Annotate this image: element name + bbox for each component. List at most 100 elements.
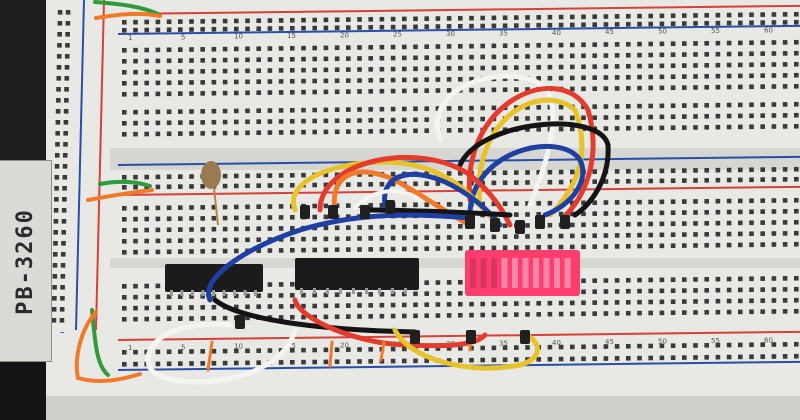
led-segment-1 [470,258,476,288]
column-number-bottom-1: 1 [128,344,132,352]
ic-pin [201,290,205,296]
column-number-top-50: 50 [658,28,667,36]
model-label-plate: PB-3260 [0,160,52,362]
wire-end-connector-13 [235,315,245,329]
column-number-top-55: 55 [711,27,720,35]
column-number-top-20: 20 [340,31,349,39]
led-segment-10 [564,258,571,288]
wire-blue-long [206,212,473,303]
column-number-bottom-50: 50 [658,338,667,346]
wire-end-connector-3 [360,205,370,219]
wire-end-connector-1 [300,205,310,219]
ic-pin [191,290,194,296]
ic-pin [404,288,407,294]
wire-end-connector-6 [490,218,500,232]
ic-pin [254,290,257,296]
column-number-top-15: 15 [287,32,296,40]
wire-end-connector-7 [515,220,525,234]
ic-pin [180,290,184,296]
wire-green-top [93,0,160,16]
led-segment-5 [512,258,518,288]
power-rail-line-5 [117,330,800,341]
ic-pin [300,288,303,294]
power-rail-line-3 [117,155,800,166]
ic-pin [313,288,316,294]
wire-end-connector-9 [560,215,570,229]
ic-pin [391,288,394,294]
led-segment-7 [533,258,539,288]
wire-yellow-loop [476,97,585,218]
column-number-top-40: 40 [552,29,561,37]
column-number-bottom-20: 20 [340,341,349,349]
wire-jumper-2 [328,340,334,368]
wire-end-connector-5 [465,215,475,229]
wire-jumper-3 [379,340,386,362]
column-number-top-35: 35 [499,29,508,37]
wire-orange-bottom [74,310,142,383]
wire-black-loop [457,121,611,218]
board-corner-shadow [0,0,46,160]
wire-end-connector-10 [410,330,420,344]
ic-channel [110,258,800,268]
power-rail-line-1 [117,4,800,15]
capacitor-lead [213,187,219,226]
column-number-top-45: 45 [605,28,614,36]
ic-pin [170,290,173,296]
led-segment-2 [480,258,487,288]
wire-green-mid [98,179,152,188]
led-segment-4 [501,258,508,288]
ic-pin [243,290,247,296]
wire-end-connector-12 [520,330,530,344]
led-segment-3 [491,258,497,288]
column-number-top-10: 10 [234,33,243,41]
power-rail-line-2 [117,24,800,35]
ic-pin [222,290,226,296]
led-segment-6 [522,258,529,288]
ic-pin [352,288,355,294]
led-segment-8 [543,258,550,288]
column-number-bottom-35: 35 [499,339,508,347]
column-number-top-25: 25 [393,31,402,39]
wire-black-short [365,207,513,218]
column-number-bottom-40: 40 [552,339,561,347]
left-rail-red [95,0,105,331]
column-number-bottom-10: 10 [234,343,243,351]
ic-pin [365,288,368,294]
ic-chip-right [295,258,419,290]
wire-end-connector-4 [385,200,395,214]
column-number-bottom-55: 55 [711,337,720,345]
wire-white-bottom [145,321,298,385]
wire-yellow-bottom [392,327,540,371]
rail-minus-sign: - [60,325,64,339]
column-number-bottom-60: 60 [764,336,773,344]
column-number-top-30: 30 [446,30,455,38]
ceramic-capacitor [201,161,221,189]
column-number-bottom-5: 5 [181,343,185,351]
column-number-bottom-45: 45 [605,338,614,346]
wire-blue-loop [467,143,586,218]
column-number-top-5: 5 [181,33,185,41]
wire-black-long [212,297,418,335]
wire-red-loop [466,85,596,218]
wire-end-connector-2 [328,205,338,219]
column-number-top-60: 60 [764,26,773,34]
wire-orange-mid [86,188,154,202]
column-number-bottom-15: 15 [287,342,296,350]
model-label-text: PB-3260 [12,207,38,315]
center-divider [110,148,800,170]
column-number-top-1: 1 [128,34,132,42]
led-segment-9 [554,258,560,288]
wire-jumper-1 [206,340,214,372]
ic-pin [378,288,381,294]
ic-pin [212,290,215,296]
wire-end-connector-8 [535,215,545,229]
wire-end-connector-11 [466,330,476,344]
wire-white-short [353,189,422,210]
left-rail-blue [75,0,85,331]
wire-red-left [317,154,513,228]
ic-pin [233,290,236,296]
breadboard-bottom-edge [46,396,800,420]
ic-pin [339,288,342,294]
